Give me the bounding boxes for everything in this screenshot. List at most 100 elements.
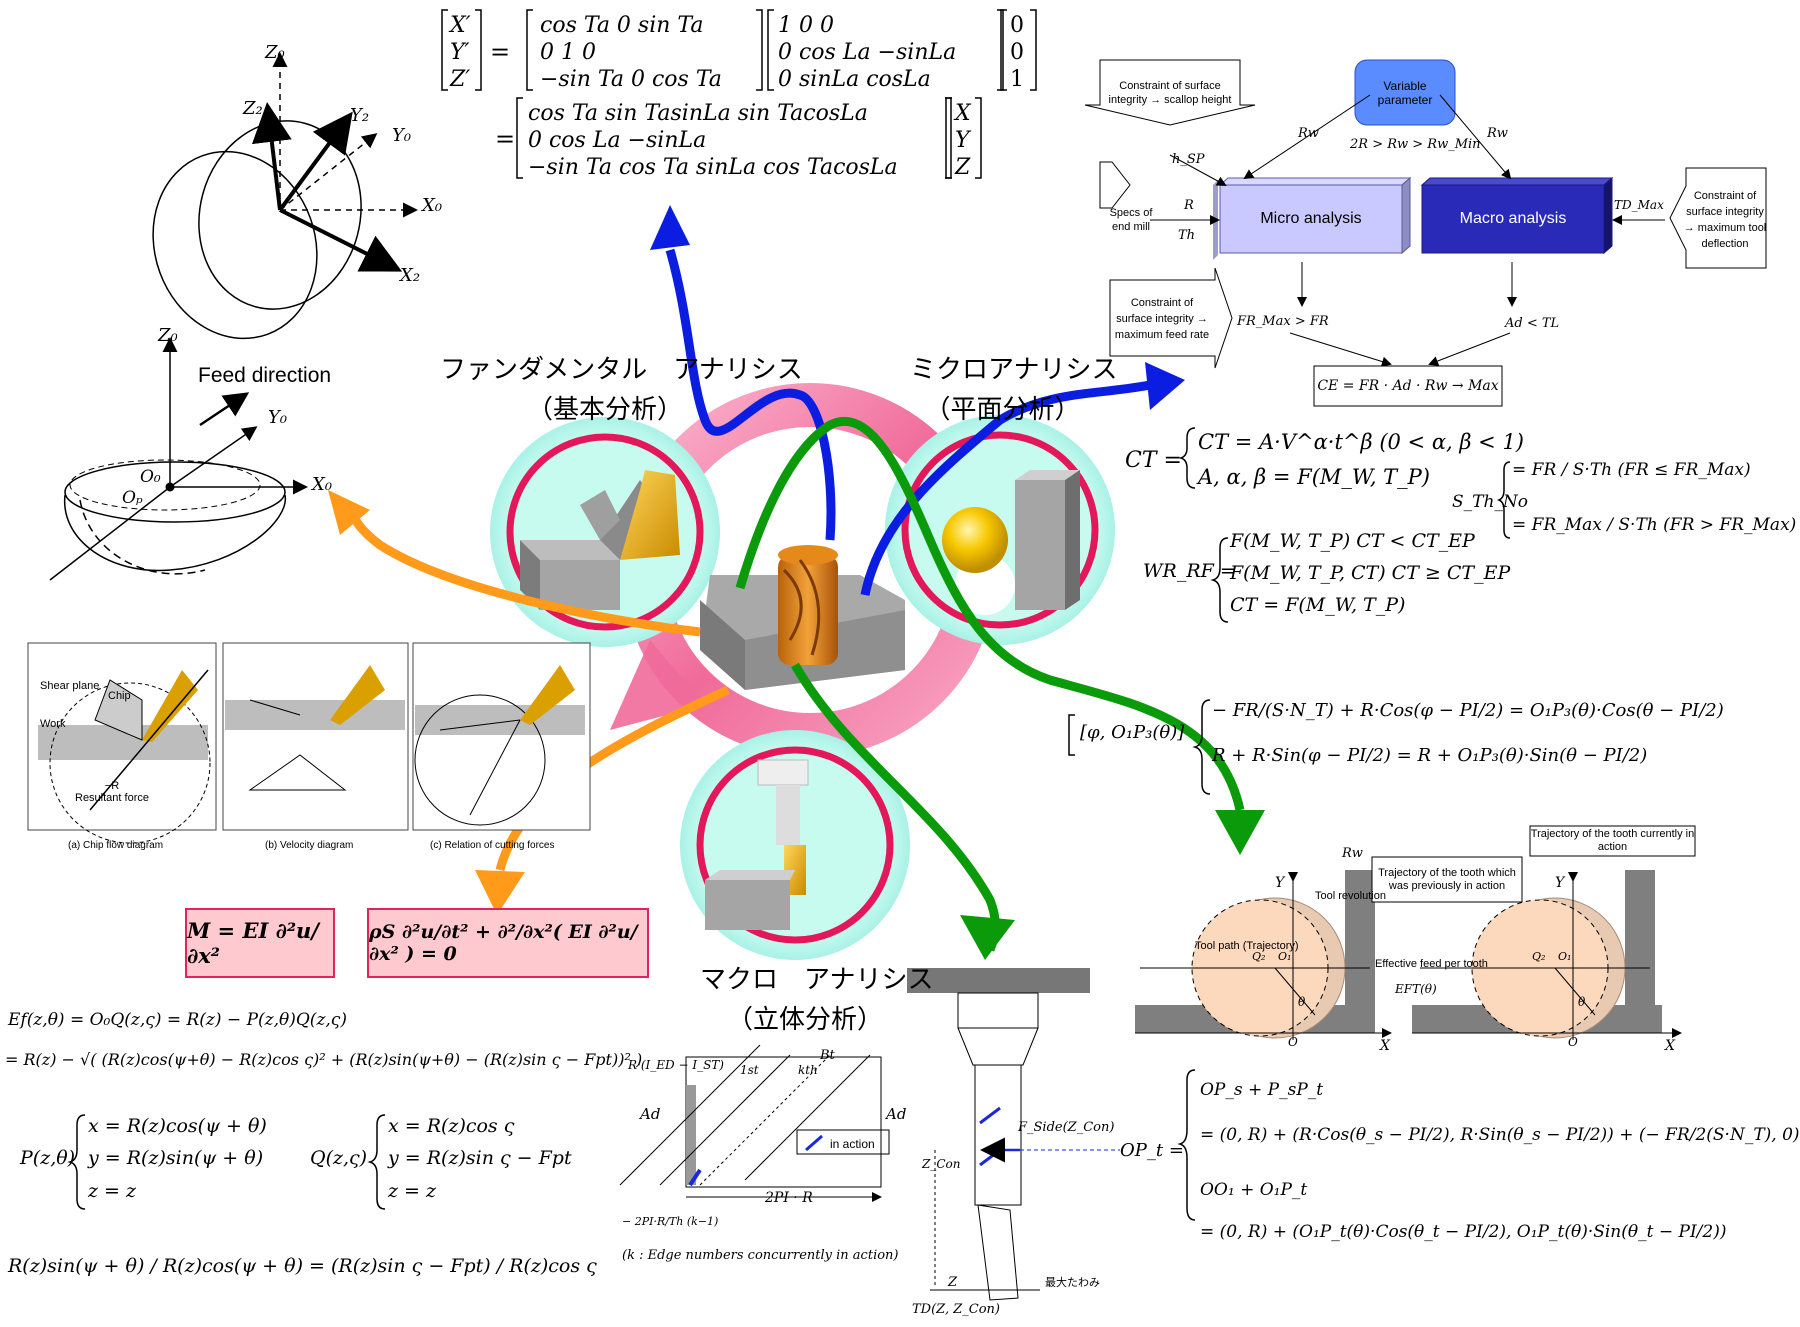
matrix-brackets (441, 9, 1075, 756)
orange-arrowhead-down (475, 870, 525, 915)
matrix-rot1-row3: −sin Ta 0 cos Ta (540, 67, 722, 92)
matrix-rot2-row3: 0 sinLa cosLa (778, 67, 931, 92)
x-axis-label: X (1380, 1038, 1390, 1054)
opt-line4: = (0, R) + (O₁P_t(θ)·Cos(θ_t − PI/2), O₁… (1200, 1222, 1727, 1242)
green-arrowhead-down (960, 915, 1015, 960)
macro-analysis-box: Macro analysis (1459, 210, 1567, 227)
theta-label: θ (1298, 995, 1306, 1009)
micro-title: ミクロアナリシス (910, 355, 1118, 385)
opt-line1: OP_s + P_sP_t (1200, 1080, 1324, 1100)
opt-line2: = (0, R) + (R·Cos(θ_s − PI/2), R·Sin(θ_s… (1200, 1125, 1800, 1145)
label-x2: X₂ (400, 265, 421, 286)
matrix-product-row1: cos Ta sin TasinLa sin TacosLa (528, 101, 868, 126)
ad-label-left: Ad (640, 1105, 661, 1123)
specs-end-mill: Specs of end mill (1109, 207, 1153, 233)
origin-label: O (1288, 1035, 1298, 1049)
fr-condition: FR_Max > FR (1237, 314, 1329, 329)
tool-path-label: Tool path (Trajectory) (1195, 940, 1299, 952)
rw-fig-label: Rw (1342, 846, 1363, 861)
blue-arrowhead-right (1145, 362, 1185, 410)
rw-condition: 2R > Rw > Rw_Min (1350, 137, 1481, 152)
constraint-deflection: Constraint of surface integrity → maximu… (1683, 190, 1767, 250)
matrix-rot2-row1: 1 0 0 (778, 13, 834, 38)
label-x0b: X₀ (312, 474, 333, 495)
ef-eq2: = R(z) − √( (R(z)cos(ψ+θ) − R(z)cos ς)² … (5, 1050, 643, 1069)
y-axis-label: Y (1275, 875, 1285, 891)
twopi-label: 2PI · R (765, 1190, 813, 1206)
p-eq2: y = R(z)sin(ψ + θ) (88, 1147, 264, 1169)
ef-eq: Ef(z,θ) = O₀Q(z,ς) = R(z) − P(z,θ)Q(z,ς) (8, 1010, 347, 1030)
coordinate-sketch-bottom (49, 337, 308, 581)
macro-circle (680, 730, 910, 960)
macro-figure (619, 968, 1120, 1301)
td-label: TD(Z, Z_Con) (912, 1302, 1000, 1317)
p-eq3: z = z (88, 1180, 137, 1202)
hsp-label: h_SP (1172, 152, 1205, 167)
matrix-rot1-row1: cos Ta 0 sin Ta (540, 13, 704, 38)
theta-label-2: θ (1578, 995, 1586, 1009)
label-y2: Y₂ (350, 105, 370, 126)
bt-label: Bt (820, 1048, 835, 1063)
caption-a: (a) Chip flow diagram (68, 840, 164, 851)
p-eq1: x = R(z)cos(ψ + θ) (88, 1115, 267, 1137)
flowchart-graphics (1084, 59, 1767, 407)
o1-label: O₁ (1278, 950, 1292, 963)
macro-subtitle: （立体分析） (726, 1005, 883, 1035)
equation-braces (67, 427, 1511, 1221)
center-tool-model (700, 545, 905, 690)
q-eq1: x = R(z)cos ς (388, 1115, 515, 1137)
work-label: Work (40, 718, 66, 730)
first-edge-label: 1st (740, 1063, 759, 1077)
q-eq2: y = R(z)sin ς − Fpt (388, 1147, 572, 1169)
sth-label: S_Th_No (1452, 492, 1529, 512)
orange-arrowhead-left (328, 490, 370, 535)
max-deflection-label: 最大たわみ (1045, 1276, 1100, 1289)
final-eq: R(z)sin(ψ + θ) / R(z)cos(ψ + θ) = (R(z)s… (8, 1255, 597, 1277)
y-axis-label-2: Y (1555, 875, 1565, 891)
matrix-rot1-row2: 0 1 0 (540, 40, 596, 65)
in-action-label: in action (830, 1137, 875, 1151)
micro-circle (885, 415, 1115, 645)
caption-b: (b) Velocity diagram (265, 840, 354, 851)
green-arrowhead-right (1215, 810, 1265, 855)
blue-arrows (665, 248, 1151, 596)
resultant-force-label: −R Resultant force (75, 780, 149, 804)
tool-revolution-label: Tool revolution (1315, 890, 1386, 902)
phi-label: [φ, O₁P₃(θ)] (1080, 722, 1185, 743)
trajectory-current-label: Trajectory of the tooth currently in act… (1530, 828, 1695, 853)
zcon-label: Z_Con (922, 1157, 961, 1171)
matrix-equals: = (490, 38, 511, 66)
variable-parameter: Variable parameter (1377, 79, 1433, 107)
ct-label: CT = (1125, 448, 1182, 473)
fundamental-circle (490, 417, 720, 647)
wr-eq2: F(M_W, T_P, CT) CT ≥ CT_EP (1230, 562, 1511, 584)
micro-figure (1135, 825, 1696, 1040)
beam-formula: ρS ∂²u/∂t² + ∂²/∂x²( EI ∂²u/∂x² ) = 0 (367, 908, 649, 978)
phi-eq2: R + R·Sin(φ − PI/2) = R + O₁P₃(θ)·Sin(θ … (1212, 745, 1648, 766)
label-op: Oₚ (122, 488, 143, 508)
r-ied-ist-label: R·(I_ED − I_ST) (628, 1058, 724, 1072)
q2-label-2: Q₂ (1532, 950, 1546, 963)
p-label: P(z,θ) (20, 1147, 76, 1169)
micro-subtitle: （平面分析） (924, 395, 1081, 425)
matrix-lhs: X′Y′Z′ (450, 13, 471, 92)
chip-label: Chip (108, 690, 131, 702)
phi-eq1: − FR/(S·N_T) + R·Cos(φ − PI/2) = O₁P₃(θ)… (1212, 700, 1724, 721)
opt-label: OP_t = (1120, 1140, 1184, 1161)
macro-title: マクロ アナリシス (700, 965, 934, 995)
tdmax-label: TD_Max (1614, 198, 1664, 212)
th-label: Th (1178, 228, 1196, 243)
fundamental-subtitle: （基本分析） (526, 395, 683, 425)
label-y0: Y₀ (392, 125, 412, 146)
shear-plane-label: Shear plane (40, 680, 100, 692)
constraint-scallop: Constraint of surface integrity → scallo… (1108, 80, 1232, 106)
q-eq3: z = z (388, 1180, 437, 1202)
q2-label: Q₂ (1252, 950, 1266, 963)
x-axis-label-2: X (1665, 1038, 1675, 1054)
